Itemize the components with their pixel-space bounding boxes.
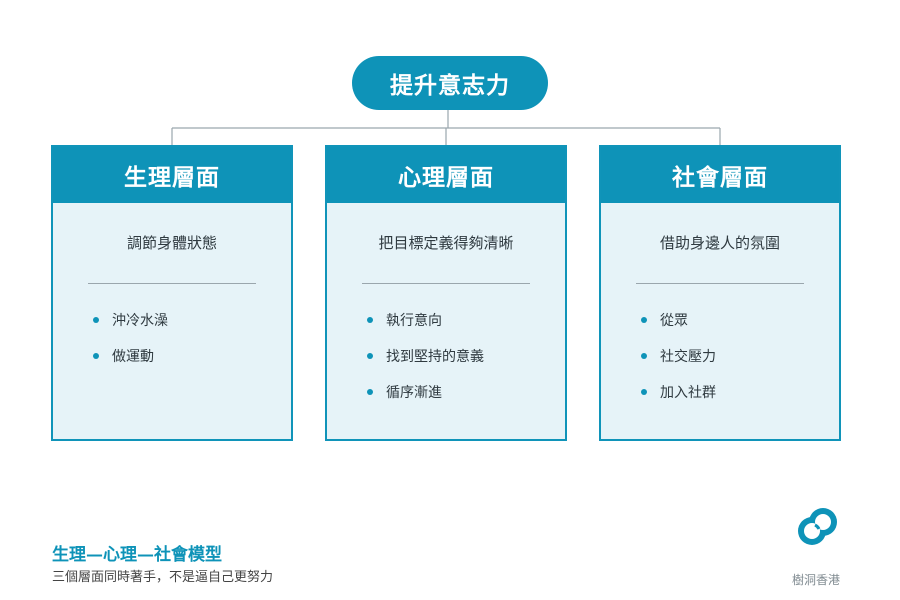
bullet-dot-icon	[367, 317, 373, 323]
bullet-dot-icon	[93, 353, 99, 359]
card-title: 社會層面	[601, 147, 839, 203]
card-social: 社會層面 借助身邊人的氛圍 從眾 社交壓力 加入社群	[599, 145, 841, 441]
card-title: 生理層面	[53, 147, 291, 203]
model-subtitle: 三個層面同時著手，不是逼自己更努力	[52, 570, 274, 585]
card-divider	[636, 283, 804, 284]
list-item: 沖冷水澡	[93, 302, 291, 338]
card-item-list: 執行意向 找到堅持的意義 循序漸進	[327, 302, 565, 410]
list-item-label: 找到堅持的意義	[386, 349, 484, 365]
list-item: 加入社群	[641, 374, 839, 410]
list-item-label: 社交壓力	[660, 349, 716, 365]
card-physiological: 生理層面 調節身體狀態 沖冷水澡 做運動	[51, 145, 293, 441]
list-item-label: 從眾	[660, 313, 688, 329]
card-subtitle: 借助身邊人的氛圍	[659, 234, 780, 252]
bullet-dot-icon	[367, 389, 373, 395]
root-node: 提升意志力	[352, 56, 548, 110]
card-divider	[88, 283, 256, 284]
list-item: 從眾	[641, 302, 839, 338]
list-item-label: 沖冷水澡	[112, 313, 168, 329]
brand-name: 樹洞香港	[791, 573, 840, 587]
list-item: 做運動	[93, 338, 291, 374]
list-item: 社交壓力	[641, 338, 839, 374]
card-divider	[362, 283, 530, 284]
bullet-dot-icon	[367, 353, 373, 359]
list-item-label: 加入社群	[660, 385, 716, 401]
list-item: 循序漸進	[367, 374, 565, 410]
list-item-label: 做運動	[112, 349, 154, 365]
list-item: 找到堅持的意義	[367, 338, 565, 374]
list-item-label: 執行意向	[386, 313, 442, 329]
bullet-dot-icon	[641, 353, 647, 359]
bullet-dot-icon	[641, 317, 647, 323]
bullet-dot-icon	[93, 317, 99, 323]
model-title: 生理—心理—社會模型	[52, 545, 222, 565]
card-psychological: 心理層面 把目標定義得夠清晰 執行意向 找到堅持的意義 循序漸進	[325, 145, 567, 441]
card-title: 心理層面	[327, 147, 565, 203]
tree-hole-logo-icon	[798, 508, 837, 545]
list-item-label: 循序漸進	[386, 385, 442, 401]
bullet-dot-icon	[641, 389, 647, 395]
card-item-list: 沖冷水澡 做運動	[53, 302, 291, 374]
list-item: 執行意向	[367, 302, 565, 338]
card-subtitle: 調節身體狀態	[126, 234, 217, 252]
card-item-list: 從眾 社交壓力 加入社群	[601, 302, 839, 410]
card-subtitle: 把目標定義得夠清晰	[378, 234, 514, 252]
